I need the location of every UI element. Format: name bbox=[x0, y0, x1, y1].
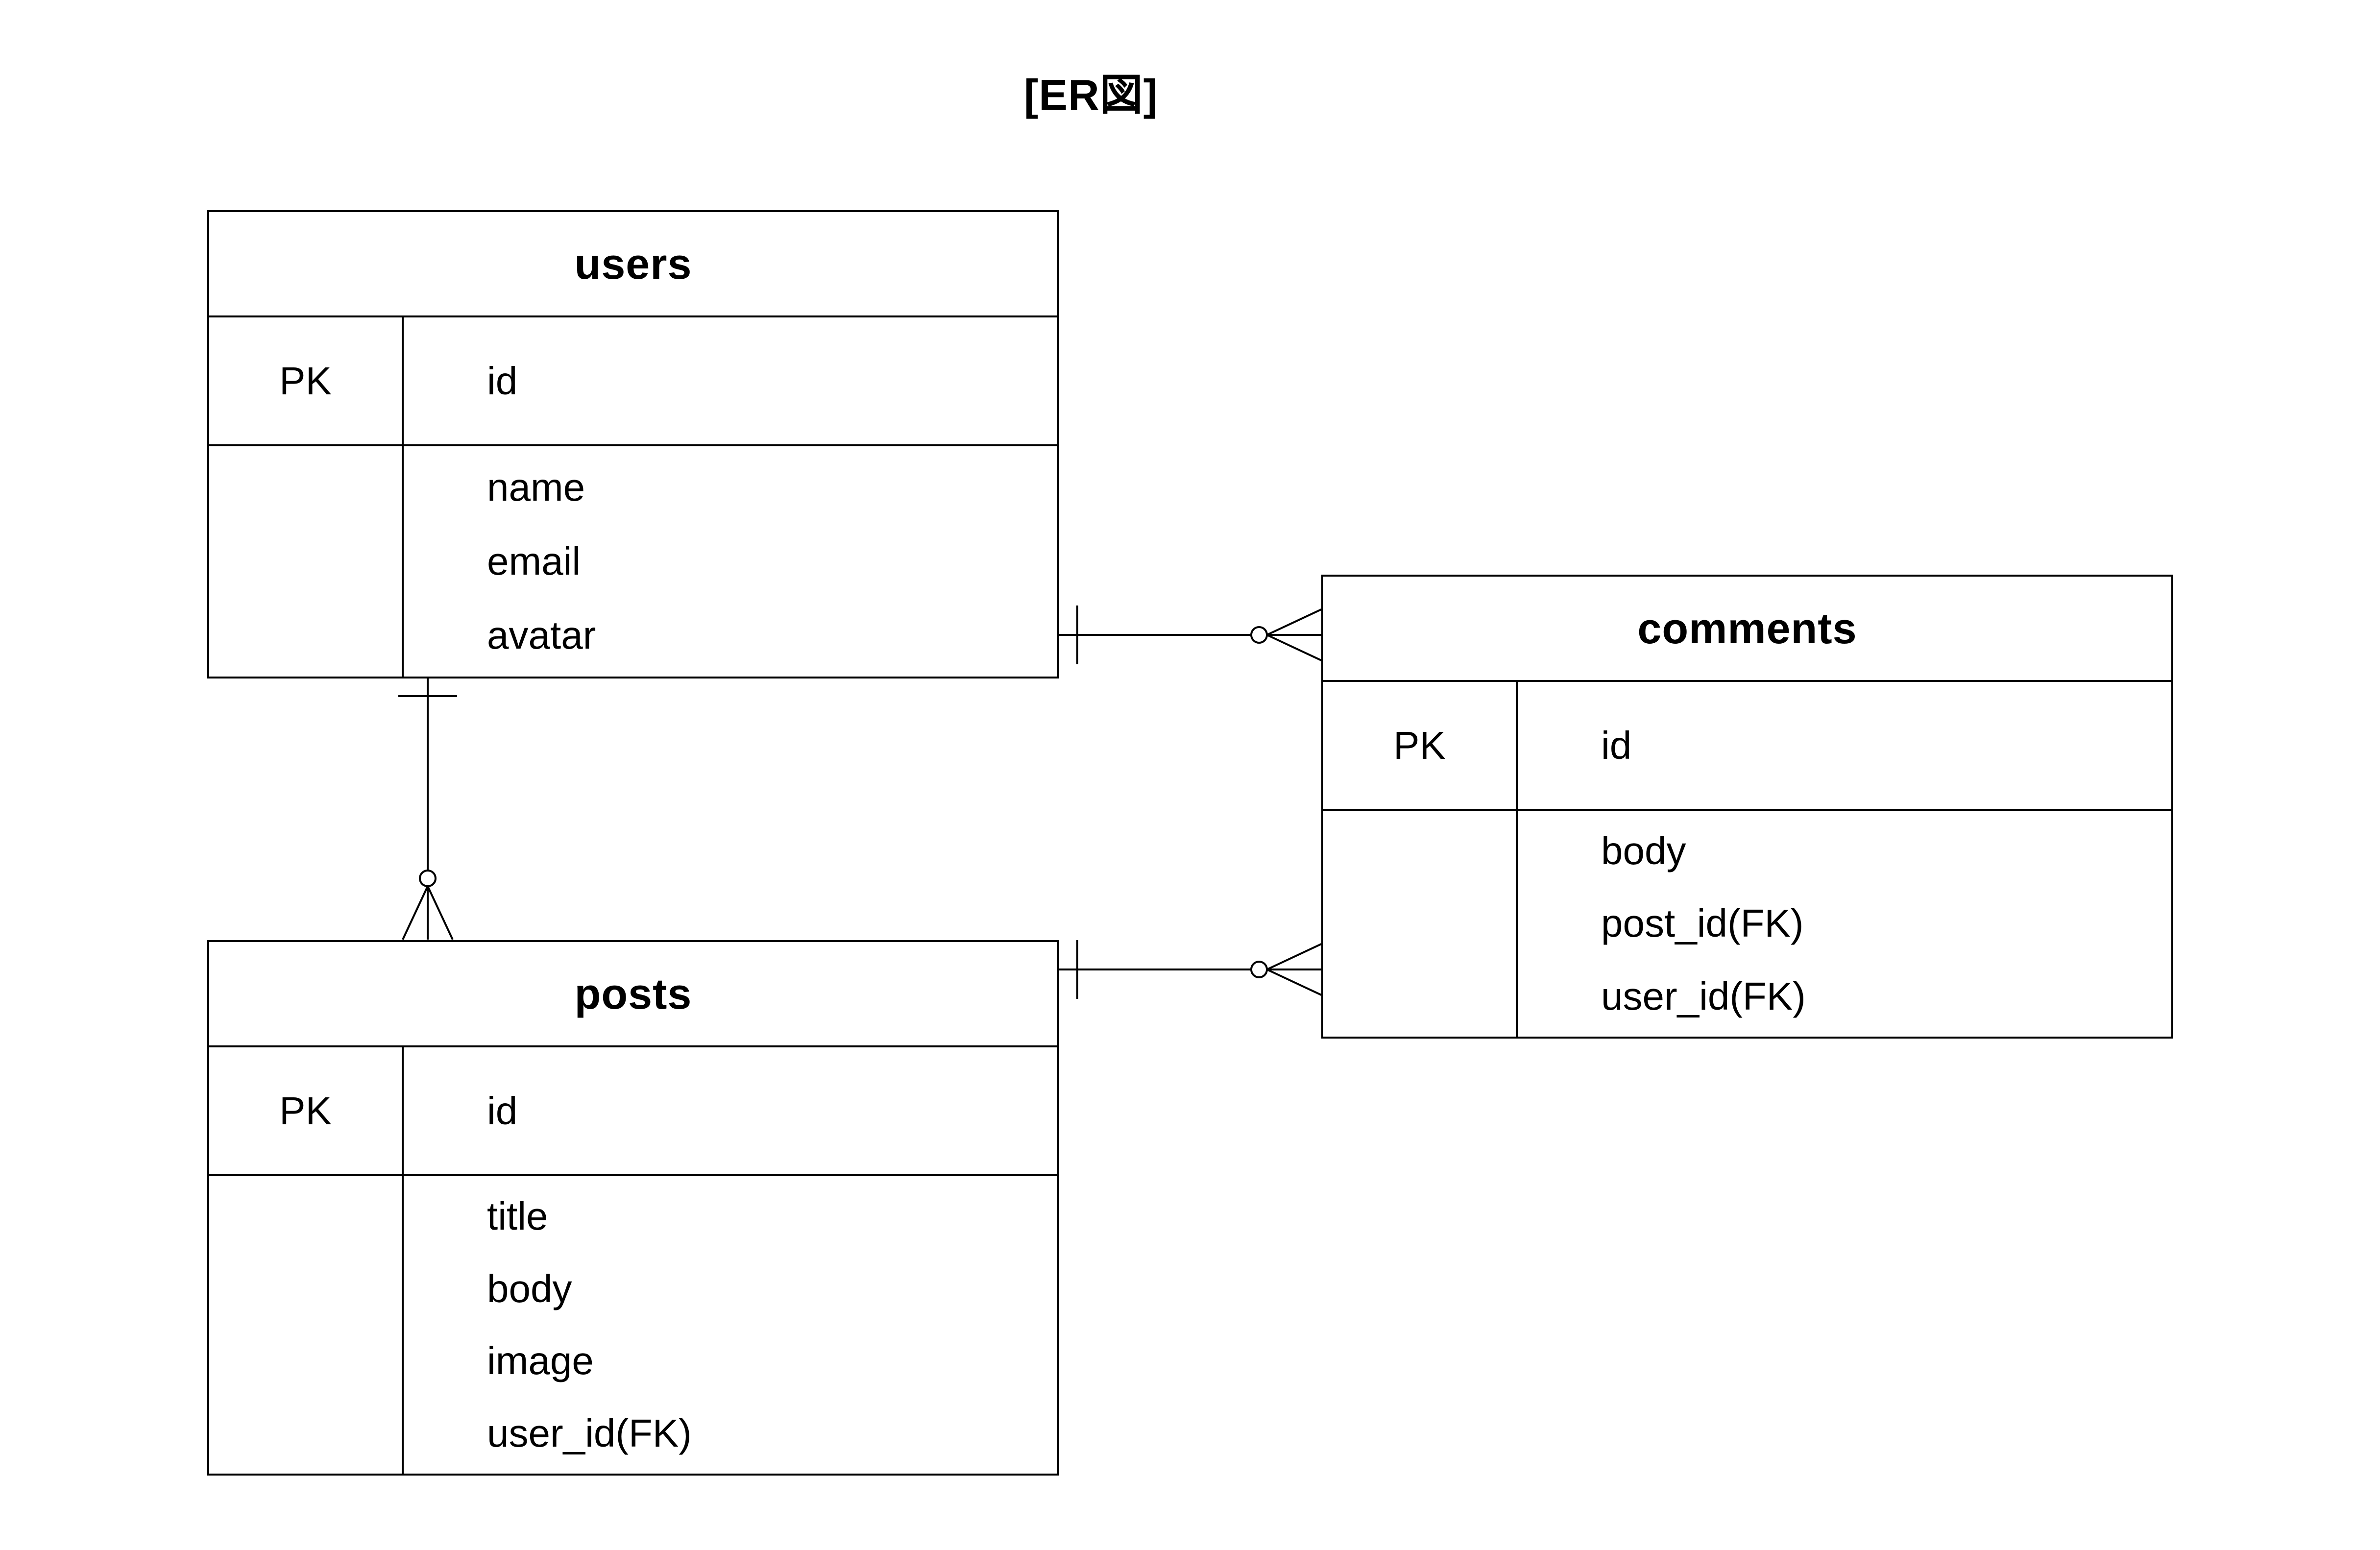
attribute-row: name bbox=[487, 465, 585, 509]
crowfoot-right bbox=[427, 886, 454, 940]
pk-column-spacer bbox=[209, 1176, 404, 1474]
entity-users: users PK id name email avatar bbox=[207, 210, 1059, 678]
pk-key-label: PK bbox=[209, 1047, 404, 1174]
entity-comments: comments PK id body post_id(FK) user_id(… bbox=[1321, 575, 2173, 1039]
attribute-row: email bbox=[487, 539, 581, 583]
entity-users-attributes: name email avatar bbox=[209, 446, 1057, 677]
relationship-posts-comments bbox=[1059, 940, 1322, 999]
attribute-row: user_id(FK) bbox=[487, 1411, 692, 1455]
entity-title: users bbox=[574, 239, 692, 288]
pk-field-name: id bbox=[1601, 723, 1632, 767]
entity-title: comments bbox=[1637, 604, 1857, 653]
crowfoot-top bbox=[1266, 943, 1322, 970]
pk-column-spacer bbox=[209, 446, 404, 677]
zero-circle bbox=[1250, 961, 1268, 978]
crowfoot-bottom bbox=[1266, 634, 1322, 661]
entity-posts-attributes: title body image user_id(FK) bbox=[209, 1176, 1057, 1474]
pk-column-spacer bbox=[1323, 811, 1518, 1037]
entity-posts-name: posts bbox=[209, 942, 1057, 1047]
attribute-row: body bbox=[487, 1266, 572, 1310]
attribute-row: title bbox=[487, 1194, 548, 1238]
crowfoot-left bbox=[402, 886, 429, 940]
pk-key-label: PK bbox=[209, 317, 404, 444]
page-title: [ER図] bbox=[1024, 71, 1158, 119]
zero-circle bbox=[419, 870, 437, 887]
crowfoot-bottom bbox=[1266, 969, 1322, 996]
crowfoot-top bbox=[1266, 608, 1322, 636]
entity-comments-name: comments bbox=[1323, 577, 2171, 682]
zero-circle bbox=[1250, 626, 1268, 644]
attribute-row: body bbox=[1601, 829, 1686, 873]
attribute-row: user_id(FK) bbox=[1601, 974, 1806, 1018]
pk-key-label: PK bbox=[1323, 682, 1518, 809]
attribute-row: post_id(FK) bbox=[1601, 901, 1804, 945]
entity-comments-pk-row: PK id bbox=[1323, 682, 2171, 811]
entity-users-name: users bbox=[209, 212, 1057, 317]
pk-field-name: id bbox=[487, 1089, 518, 1133]
relationship-users-comments bbox=[1059, 605, 1322, 664]
entity-posts-pk-row: PK id bbox=[209, 1047, 1057, 1176]
attribute-row: image bbox=[487, 1339, 594, 1383]
relationship-users-posts bbox=[398, 678, 457, 940]
entity-comments-attributes: body post_id(FK) user_id(FK) bbox=[1323, 811, 2171, 1037]
pk-field-name: id bbox=[487, 359, 518, 403]
entity-posts: posts PK id title body image user_id(FK) bbox=[207, 940, 1059, 1476]
entity-users-pk-row: PK id bbox=[209, 317, 1057, 446]
attribute-row: avatar bbox=[487, 613, 596, 657]
entity-title: posts bbox=[574, 969, 692, 1018]
